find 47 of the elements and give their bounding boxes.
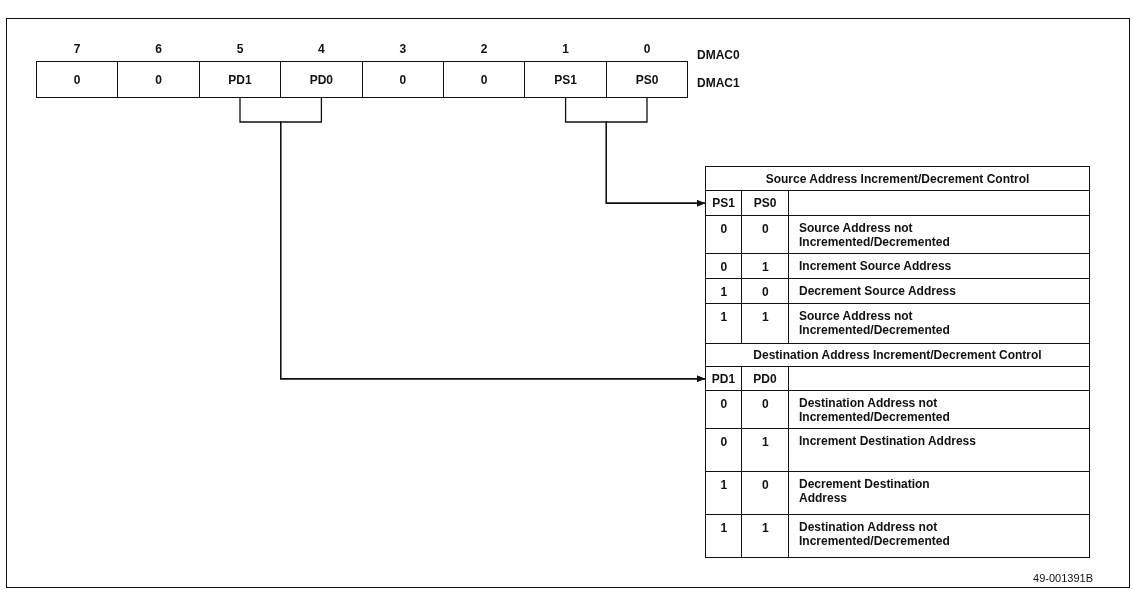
figure-number: 49-001391B	[1032, 572, 1093, 586]
table-title: Source Address Increment/Decrement Control	[705, 166, 1090, 192]
table-cell: 1	[705, 471, 743, 516]
bit-number: 3	[398, 42, 408, 56]
column-header-row	[705, 190, 1090, 217]
register-bit-cell: PD1	[198, 61, 282, 98]
table-cell: 1	[741, 303, 790, 344]
bit-number: 7	[72, 42, 82, 56]
table-cell: Source Address not Incremented/Decremented	[788, 303, 1090, 344]
table-cell: 1	[741, 514, 790, 558]
table-cell: 0	[705, 253, 743, 280]
table-cell: 1	[741, 428, 790, 473]
table-cell: Destination Address not Incremented/Decremented	[788, 390, 1090, 430]
register-bit-cell: PS1	[524, 61, 607, 98]
table-cell: 1	[705, 303, 743, 344]
table-cell: Decrement Source Address	[788, 278, 1090, 305]
arrow	[605, 97, 706, 207]
bit-number: 2	[479, 42, 489, 56]
table-cell: Increment Destination Address	[788, 428, 1090, 473]
table-cell: 0	[741, 278, 790, 305]
table-cell: Decrement Destination Address	[788, 471, 1090, 516]
register-bit-cell: PD0	[280, 61, 363, 98]
bit-number: 6	[154, 42, 163, 56]
register-bit-cell: PS0	[605, 61, 689, 98]
table-cell: 1	[705, 514, 743, 558]
table-cell: 0	[705, 215, 743, 255]
table-cell: 1	[705, 278, 743, 305]
register-bit-cell: 0	[117, 61, 200, 98]
bit-number: 0	[642, 42, 652, 56]
table-cell: 1	[741, 253, 790, 280]
bit-number: 4	[317, 42, 326, 56]
register-bit-cell: 0	[443, 61, 526, 98]
table-cell: Increment Source Address	[788, 253, 1090, 280]
bit-number: 5	[235, 42, 245, 56]
table-cell: 0	[741, 390, 790, 430]
table-cell: 0	[741, 215, 790, 255]
register-name: DMAC1	[697, 76, 741, 92]
table-cell: 0	[705, 390, 743, 430]
table-cell: Destination Address not Incremented/Decremented	[788, 514, 1090, 558]
column-header-row	[705, 366, 1090, 392]
table-cell: 0	[741, 471, 790, 516]
register-bit-cell: 0	[361, 61, 444, 98]
table-cell: 0	[705, 428, 743, 473]
bit-number: 1	[561, 42, 570, 56]
table-cell: Source Address not Incremented/Decremented	[788, 215, 1090, 255]
register-name: DMAC0	[697, 48, 741, 64]
register-bit-cell: 0	[36, 61, 119, 98]
